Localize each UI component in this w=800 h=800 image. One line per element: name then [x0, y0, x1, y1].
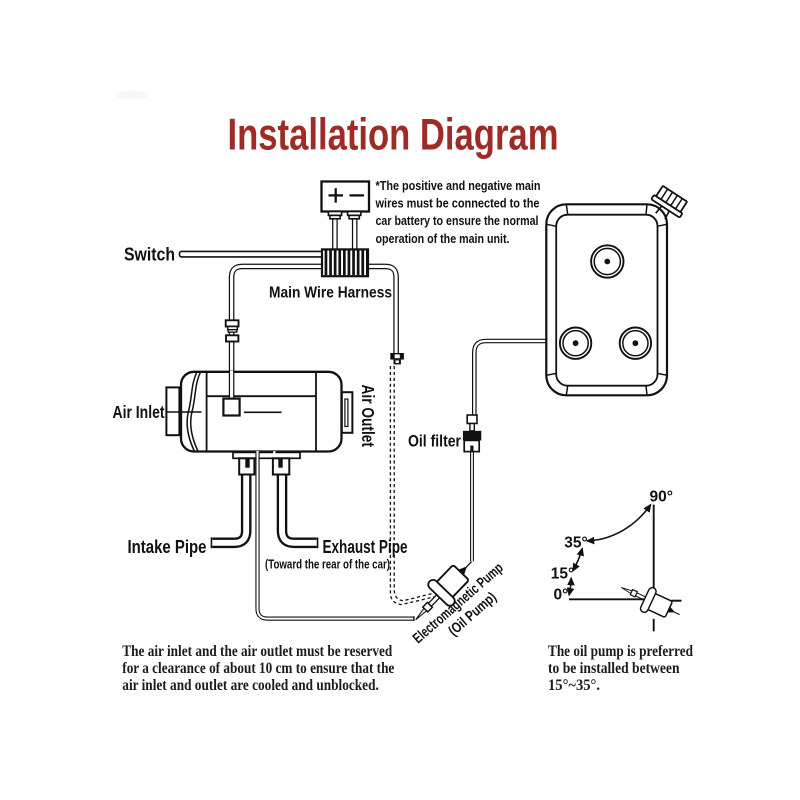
svg-text:Exhaust Pipe: Exhaust Pipe: [323, 537, 408, 557]
svg-text:operation of the main unit.: operation of the main unit.: [376, 231, 510, 246]
svg-text:Air Inlet: Air Inlet: [113, 402, 165, 422]
svg-text:15°~35°.: 15°~35°.: [548, 677, 600, 694]
svg-text:35°: 35°: [564, 535, 587, 552]
svg-text:90°: 90°: [650, 489, 673, 506]
svg-text:The air inlet and the air outl: The air inlet and the air outlet must be…: [122, 643, 392, 660]
svg-text:0°: 0°: [554, 587, 569, 604]
svg-text:Intake Pipe: Intake Pipe: [128, 537, 207, 557]
svg-text:car battery to ensure the norm: car battery to ensure the normal: [376, 213, 539, 228]
svg-text:*The positive and negative mai: *The positive and negative main: [376, 178, 541, 193]
svg-text:Air Outlet: Air Outlet: [358, 385, 378, 448]
svg-text:to be installed between: to be installed between: [548, 660, 680, 677]
svg-text:wires must be connected to the: wires must be connected to the: [375, 196, 540, 211]
svg-text:Switch: Switch: [124, 244, 175, 265]
svg-text:air inlet and outlet are coole: air inlet and outlet are cooled and unbl…: [122, 677, 379, 694]
svg-text:Main Wire Harness: Main Wire Harness: [269, 285, 392, 302]
svg-text:Oil filter: Oil filter: [408, 433, 461, 451]
svg-text:(Toward the rear of the car): (Toward the rear of the car): [265, 557, 390, 572]
svg-text:15°: 15°: [551, 566, 574, 583]
svg-text:Installation Diagram: Installation Diagram: [228, 111, 559, 160]
svg-text:The oil pump is preferred: The oil pump is preferred: [548, 643, 693, 660]
svg-text:for a clearance of about 10 cm: for a clearance of about 10 cm to ensure…: [122, 660, 394, 677]
